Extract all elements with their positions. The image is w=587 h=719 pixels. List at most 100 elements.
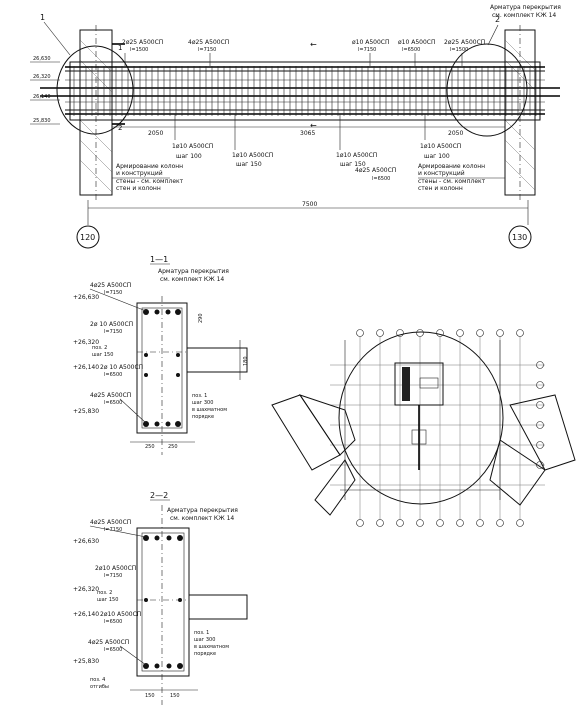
axis-bubble xyxy=(416,329,424,337)
section-2-beam xyxy=(136,527,190,677)
svg-text:120: 120 xyxy=(80,233,95,242)
section-2-rebar-dots xyxy=(143,535,183,669)
column-notes: Армирование колонн и конструкций стены -… xyxy=(112,163,505,192)
axis-bubble xyxy=(516,519,524,527)
axis-bubble xyxy=(436,329,444,337)
axis-bubble xyxy=(396,519,404,527)
svg-text:шаг 100: шаг 100 xyxy=(176,153,202,160)
svg-text:26,320: 26,320 xyxy=(33,74,51,80)
axis-bubble xyxy=(456,329,464,337)
svg-text:4ø25 А500СП: 4ø25 А500СП xyxy=(88,639,129,646)
label-top-bars-5: 2ø25 А500СП xyxy=(444,39,485,46)
svg-text:+25,830: +25,830 xyxy=(73,658,99,665)
svg-text:7500: 7500 xyxy=(302,201,317,208)
svg-text:Армирование колонн: Армирование колонн xyxy=(116,163,183,170)
svg-text:поз. 4: поз. 4 xyxy=(90,677,105,683)
svg-text:l=6500: l=6500 xyxy=(372,176,390,182)
svg-text:+26,630: +26,630 xyxy=(73,294,99,301)
svg-text:25,830: 25,830 xyxy=(33,118,51,124)
plan-grid xyxy=(330,336,545,520)
svg-text:поз. 1: поз. 1 xyxy=(192,393,207,399)
plan-circular-wall xyxy=(338,331,504,505)
svg-text:+26,320: +26,320 xyxy=(73,586,99,593)
label-top-bars-3: ø10 А500СП xyxy=(352,39,389,46)
stirrup-labels: 1ø10 А500СП шаг 100 1ø10 А500СП шаг 150 … xyxy=(172,114,461,182)
svg-text:2ø 10 А500СП: 2ø 10 А500СП xyxy=(100,364,143,371)
svg-text:см. комплект КЖ 14: см. комплект КЖ 14 xyxy=(492,12,556,19)
axis-bubble xyxy=(496,519,504,527)
svg-text:130: 130 xyxy=(512,233,527,242)
section-2-slab xyxy=(188,594,248,620)
svg-text:стен и колонн: стен и колонн xyxy=(418,185,463,192)
svg-text:290: 290 xyxy=(198,313,204,323)
svg-text:3065: 3065 xyxy=(300,130,315,137)
stirrups xyxy=(73,66,537,116)
svg-text:l=1500: l=1500 xyxy=(450,47,468,53)
axis-bubble xyxy=(476,519,484,527)
section-2-2: 2—2 Арматура перекрытия см. комплект КЖ … xyxy=(73,491,248,705)
svg-text:4ø25 А500СП: 4ø25 А500СП xyxy=(90,519,131,526)
cut-mark-2-bot: 2 xyxy=(118,124,122,132)
svg-text:l=7150: l=7150 xyxy=(104,290,122,296)
svg-text:4ø25 А500СП: 4ø25 А500СП xyxy=(90,282,131,289)
svg-text:←: ← xyxy=(310,121,317,130)
svg-text:2050: 2050 xyxy=(148,130,163,137)
svg-text:l=6500: l=6500 xyxy=(104,619,122,625)
axis-bubble xyxy=(356,519,364,527)
svg-text:в шахматном: в шахматном xyxy=(194,644,229,650)
section-1-rebar-dots xyxy=(143,309,181,427)
label-top-bars-2: 4ø25 А500СП xyxy=(188,39,229,46)
svg-text:150: 150 xyxy=(145,693,155,699)
svg-text:стены - см. комплект: стены - см. комплект xyxy=(418,178,486,185)
axis-bubble xyxy=(536,441,544,449)
svg-text:шаг 300: шаг 300 xyxy=(194,637,215,643)
svg-text:поз. 2: поз. 2 xyxy=(92,345,107,351)
svg-text:шаг 150: шаг 150 xyxy=(97,597,118,603)
axis-bubble xyxy=(496,329,504,337)
svg-text:1ø10 А500СП: 1ø10 А500СП xyxy=(172,143,213,150)
section-2-title: 2—2 xyxy=(150,491,168,500)
svg-text:шаг 100: шаг 100 xyxy=(424,153,450,160)
svg-text:250: 250 xyxy=(145,444,155,450)
axis-bubble xyxy=(376,519,384,527)
axis-bubble-left xyxy=(76,225,100,249)
cut-mark-1-top: 1 xyxy=(118,44,122,52)
svg-text:Арматура перекрытия: Арматура перекрытия xyxy=(158,268,229,275)
svg-text:1ø10 А500СП: 1ø10 А500СП xyxy=(336,152,377,159)
axis-bubble xyxy=(536,361,544,369)
svg-text:и конструкций: и конструкций xyxy=(116,170,163,177)
axis-bubble xyxy=(376,329,384,337)
svg-text:1ø10 А500СП: 1ø10 А500СП xyxy=(420,143,461,150)
svg-text:+26,140: +26,140 xyxy=(73,611,99,618)
plan-wings xyxy=(271,394,576,516)
svg-text:l=1500: l=1500 xyxy=(130,47,148,53)
callout-1: 1 xyxy=(40,13,45,22)
svg-text:+26,140: +26,140 xyxy=(73,364,99,371)
svg-text:26,630: 26,630 xyxy=(33,56,51,62)
axis-bubble xyxy=(396,329,404,337)
svg-text:l=7150: l=7150 xyxy=(104,527,122,533)
svg-text:26,140: 26,140 xyxy=(33,94,51,100)
axis-bubble-right xyxy=(508,225,532,249)
svg-text:l=7150: l=7150 xyxy=(104,573,122,579)
callout-2: 2 xyxy=(495,15,500,24)
svg-text:отгибы: отгибы xyxy=(90,684,109,690)
svg-text:Армирование колонн: Армирование колонн xyxy=(418,163,485,170)
section-1-title: 1—1 xyxy=(150,255,168,264)
axis-bubble xyxy=(536,381,544,389)
svg-text:←: ← xyxy=(310,40,317,49)
slab-ref-elev: Арматура перекрытия xyxy=(490,4,561,11)
svg-text:шаг 150: шаг 150 xyxy=(236,161,262,168)
section-1-1: 1—1 Арматура перекрытия см. комплект КЖ … xyxy=(73,255,249,455)
svg-text:l=6500: l=6500 xyxy=(104,372,122,378)
label-top-bars-4: ø10 А500СП xyxy=(398,39,435,46)
svg-text:2ø10 А500СП: 2ø10 А500СП xyxy=(100,611,141,618)
svg-text:шаг 150: шаг 150 xyxy=(340,161,366,168)
axis-bubble xyxy=(516,329,524,337)
level-marks-left: 26,630 26,320 26,140 25,830 xyxy=(30,56,60,125)
svg-text:см. комплект КЖ 14: см. комплект КЖ 14 xyxy=(170,515,234,522)
axis-bubble xyxy=(536,401,544,409)
detail-circle-2 xyxy=(446,43,528,137)
svg-text:порядке: порядке xyxy=(194,651,216,657)
axis-bubble xyxy=(356,329,364,337)
